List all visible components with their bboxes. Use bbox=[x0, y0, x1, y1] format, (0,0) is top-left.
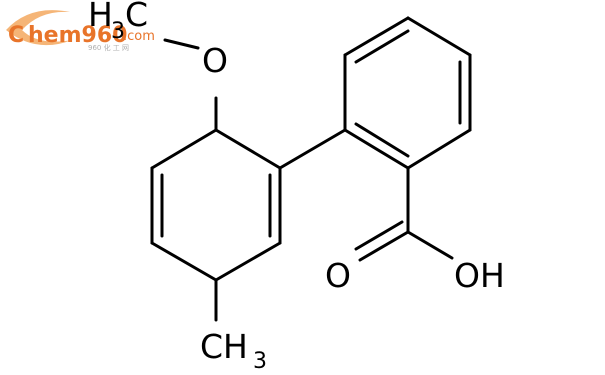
atom-methyl-sub: 3 bbox=[253, 349, 267, 374]
chem960-logo: C hem960 .com 960 化 工 网 bbox=[6, 10, 155, 52]
bond-carbonyl-1 bbox=[358, 230, 410, 262]
bond-ring-a-4 bbox=[150, 241, 218, 282]
right-benzene-ring bbox=[343, 16, 472, 170]
bond-ring-a-3 bbox=[214, 241, 282, 282]
bond-ring-b-3 bbox=[406, 16, 472, 57]
logo-tagline: 960 化 工 网 bbox=[88, 43, 129, 52]
carboxyl-group bbox=[354, 166, 454, 262]
bond-ring-b-6-inner bbox=[354, 122, 410, 158]
atom-methoxy-h: H bbox=[88, 0, 113, 34]
bond-methoxy bbox=[163, 38, 200, 50]
atom-methoxy-o: O bbox=[202, 41, 228, 80]
bond-carbonyl-2 bbox=[354, 220, 404, 251]
bond-biaryl bbox=[278, 128, 347, 170]
atom-methoxy-c: C bbox=[125, 0, 148, 34]
logo-swoosh-icon bbox=[6, 10, 72, 46]
atom-methyl-ch: CH bbox=[200, 327, 248, 366]
bond-hydroxyl bbox=[406, 230, 454, 260]
methyl-ch3-label: CH 3 bbox=[200, 327, 267, 374]
bond-ring-b-2-inner bbox=[354, 29, 410, 64]
left-benzene-ring bbox=[150, 96, 282, 322]
methoxy-ch3-label: H 3 C bbox=[88, 0, 148, 44]
logo-brand-tld: .com bbox=[123, 29, 155, 44]
atom-hydroxyl: OH bbox=[454, 256, 505, 295]
atom-methoxy-sub: 3 bbox=[111, 19, 125, 44]
bond-ring-a-1 bbox=[214, 128, 282, 170]
logo-brand-text: hem960 bbox=[28, 23, 127, 48]
bond-ring-b-2 bbox=[343, 16, 410, 57]
bond-ring-a-6 bbox=[150, 128, 218, 170]
bond-ring-b-5 bbox=[406, 128, 472, 170]
bond-ring-b-6 bbox=[343, 128, 410, 170]
atom-carbonyl-o: O bbox=[325, 256, 351, 295]
logo-brand-c: C bbox=[8, 23, 24, 48]
